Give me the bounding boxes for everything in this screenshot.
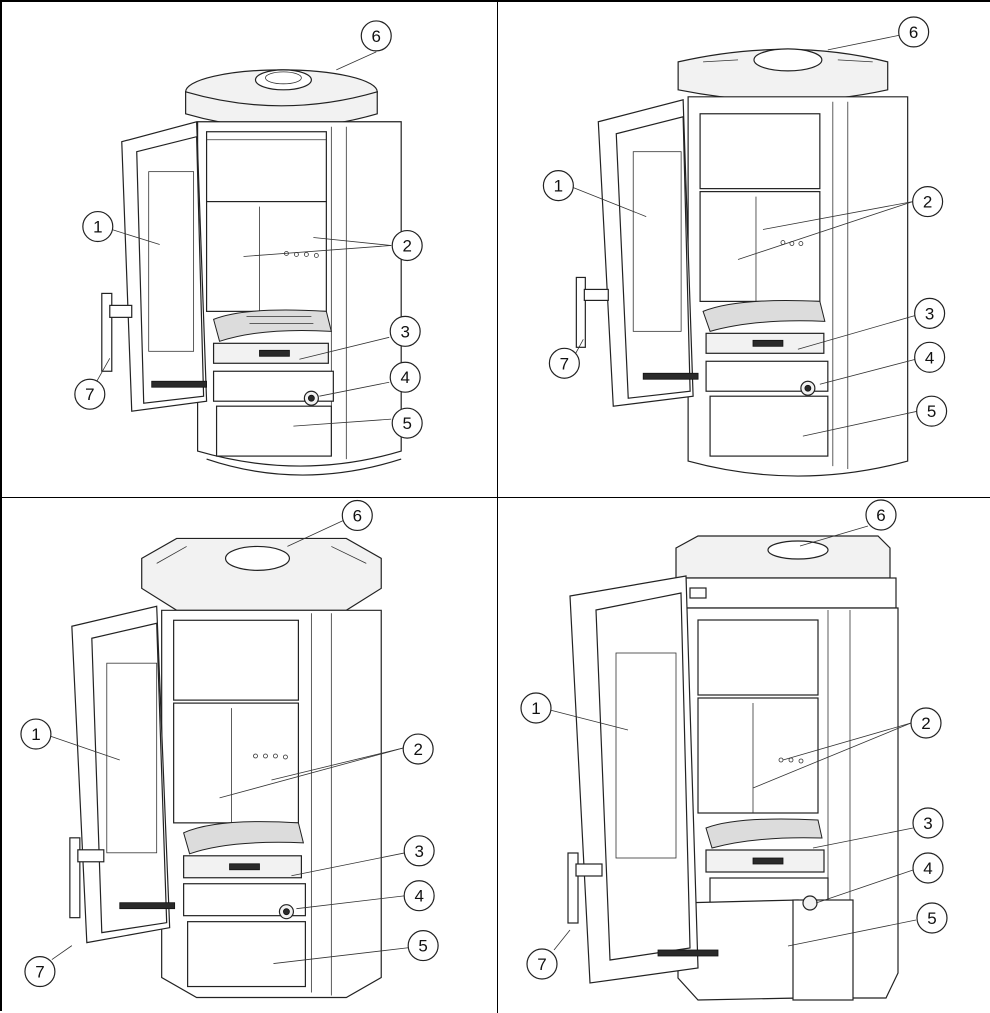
stove-drawing-square: 6 1 2 3 4 5 7 xyxy=(520,499,948,1001)
svg-text:7: 7 xyxy=(85,385,94,404)
svg-text:4: 4 xyxy=(925,348,934,367)
svg-text:6: 6 xyxy=(353,506,362,525)
svg-text:1: 1 xyxy=(554,177,563,196)
svg-text:3: 3 xyxy=(414,842,423,861)
svg-text:3: 3 xyxy=(400,322,409,341)
svg-text:4: 4 xyxy=(400,368,409,387)
callout-2: 2 xyxy=(912,186,944,218)
callout-5: 5 xyxy=(916,902,948,934)
stove-drawing-octagonal: 6 1 2 3 4 5 7 xyxy=(20,499,439,999)
svg-text:1: 1 xyxy=(531,699,540,718)
svg-text:7: 7 xyxy=(537,955,546,974)
stove-drawing-rounded-square: 6 1 2 3 4 5 7 xyxy=(542,16,948,477)
callout-5: 5 xyxy=(407,930,439,962)
callout-3: 3 xyxy=(914,297,946,329)
callout-2: 2 xyxy=(391,229,423,262)
callout-4: 4 xyxy=(389,361,421,393)
callout-7: 7 xyxy=(548,347,580,379)
svg-text:5: 5 xyxy=(402,414,411,433)
svg-text:3: 3 xyxy=(925,304,934,323)
svg-text:6: 6 xyxy=(909,23,918,42)
svg-text:5: 5 xyxy=(927,909,936,928)
svg-text:3: 3 xyxy=(923,814,932,833)
panel-round-stove: 6 1 2 3 4 5 7 xyxy=(2,2,498,498)
callout-7: 7 xyxy=(74,378,106,410)
callout-2: 2 xyxy=(910,707,942,739)
svg-text:7: 7 xyxy=(560,354,569,373)
svg-text:1: 1 xyxy=(31,725,40,744)
svg-text:6: 6 xyxy=(876,506,885,525)
callout-6: 6 xyxy=(360,20,392,52)
callout-3: 3 xyxy=(403,835,435,867)
panel-square-stove: 6 1 2 3 4 5 7 xyxy=(498,498,990,1013)
callout-1: 1 xyxy=(520,692,552,724)
svg-text:2: 2 xyxy=(921,714,930,733)
callout-3: 3 xyxy=(389,315,421,347)
svg-text:5: 5 xyxy=(927,402,936,421)
panel-rounded-square-stove: 6 1 2 3 4 5 7 xyxy=(498,2,990,498)
callout-5: 5 xyxy=(916,395,948,427)
svg-text:7: 7 xyxy=(35,963,44,982)
callout-4: 4 xyxy=(403,880,435,912)
callout-4: 4 xyxy=(914,341,946,373)
callout-3: 3 xyxy=(912,807,944,839)
callout-1: 1 xyxy=(82,210,114,243)
svg-text:4: 4 xyxy=(923,859,932,878)
callout-5: 5 xyxy=(391,407,423,439)
callout-6: 6 xyxy=(898,16,930,48)
svg-text:6: 6 xyxy=(372,27,381,46)
callout-1: 1 xyxy=(20,718,52,750)
svg-text:2: 2 xyxy=(402,236,411,255)
panel-octagonal-stove: 6 1 2 3 4 5 7 xyxy=(2,498,498,1013)
callout-7: 7 xyxy=(24,955,56,988)
callout-6: 6 xyxy=(865,499,897,531)
svg-text:2: 2 xyxy=(923,193,932,212)
stove-drawing-round: 6 1 2 3 4 5 7 xyxy=(74,20,423,476)
callout-4: 4 xyxy=(912,852,944,884)
svg-text:4: 4 xyxy=(414,887,423,906)
callout-7: 7 xyxy=(526,948,558,980)
callout-2: 2 xyxy=(402,733,434,765)
callout-1: 1 xyxy=(542,170,574,202)
svg-text:5: 5 xyxy=(418,937,427,956)
callout-6: 6 xyxy=(341,499,373,532)
svg-text:2: 2 xyxy=(413,740,422,759)
svg-text:1: 1 xyxy=(93,218,102,237)
